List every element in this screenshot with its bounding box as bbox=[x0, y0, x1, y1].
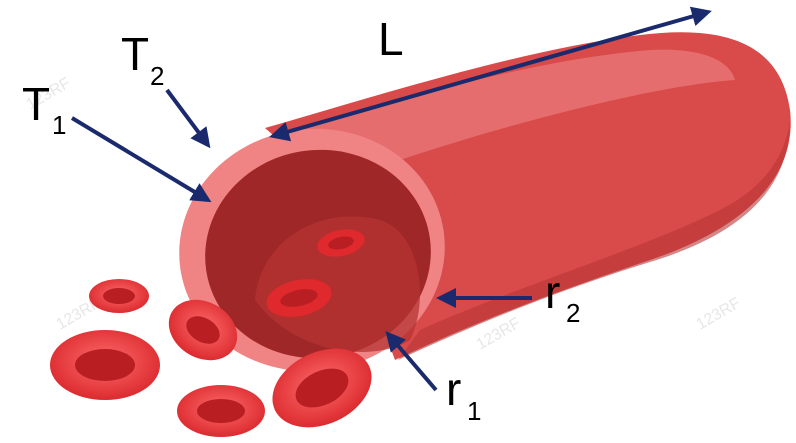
label-length: L bbox=[378, 13, 404, 65]
r1-label-text: r bbox=[446, 363, 461, 415]
label-r1: r 1 bbox=[446, 363, 481, 426]
blood-vessel bbox=[163, 32, 790, 388]
t1-label-subscript: 1 bbox=[52, 110, 66, 140]
t1-label-text: T bbox=[22, 78, 50, 130]
length-label-text: L bbox=[378, 13, 404, 65]
label-t2: T 2 bbox=[121, 28, 164, 91]
r2-label-subscript: 2 bbox=[566, 298, 580, 328]
watermark-5: 123RF bbox=[694, 295, 744, 334]
blood-cell-1 bbox=[89, 279, 149, 313]
t2-label-subscript: 2 bbox=[150, 61, 164, 91]
blood-cell-4 bbox=[177, 385, 265, 437]
t2-arrow bbox=[167, 90, 208, 145]
t1-arrow bbox=[72, 118, 208, 200]
blood-cell-3 bbox=[50, 330, 160, 400]
r2-label-text: r bbox=[545, 266, 560, 318]
t2-label-text: T bbox=[121, 28, 149, 80]
r1-label-subscript: 1 bbox=[467, 396, 481, 426]
